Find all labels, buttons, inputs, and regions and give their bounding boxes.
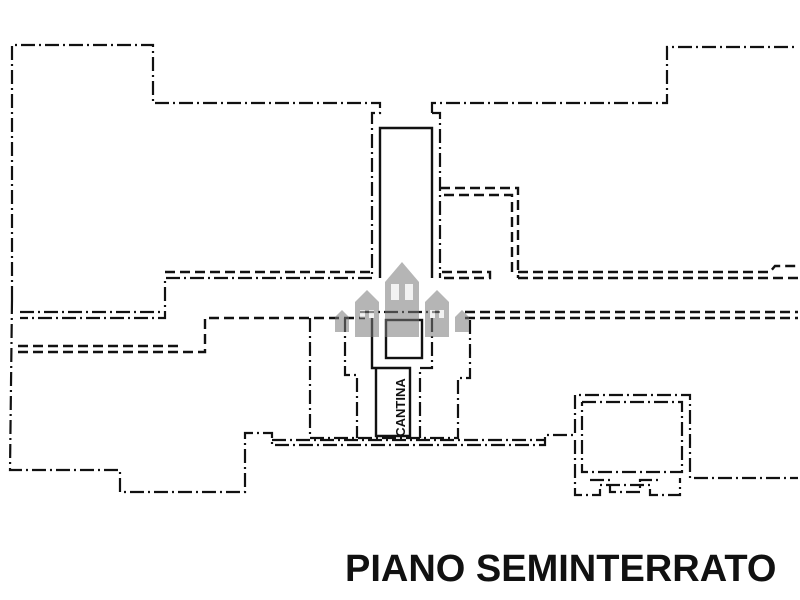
- cantina-inner-right: [418, 318, 434, 438]
- stair-shaft-outer: [432, 111, 442, 278]
- right-room-base: [573, 440, 682, 497]
- stair-shaft: [378, 126, 434, 278]
- corridor-line-10: [18, 316, 365, 354]
- outer-wall-top-left: [10, 43, 382, 320]
- room-label-cantina: CANTINA: [392, 378, 408, 437]
- plan-title: PIANO SEMINTERRATO: [345, 548, 777, 590]
- right-room: [580, 400, 684, 474]
- outer-wall-bottom: [8, 299, 798, 494]
- cantina-inner-left: [343, 318, 359, 438]
- corridor-line-2: [440, 270, 492, 280]
- cantina-passage: [370, 318, 412, 438]
- cantina-outer: [308, 318, 472, 440]
- side-room-inner: [444, 193, 514, 272]
- houses-watermark-icon: [335, 262, 469, 337]
- side-room: [440, 186, 520, 278]
- corridor-line-3: [518, 264, 798, 274]
- outer-wall-top-right: [430, 45, 798, 113]
- right-room-steps: [590, 478, 660, 494]
